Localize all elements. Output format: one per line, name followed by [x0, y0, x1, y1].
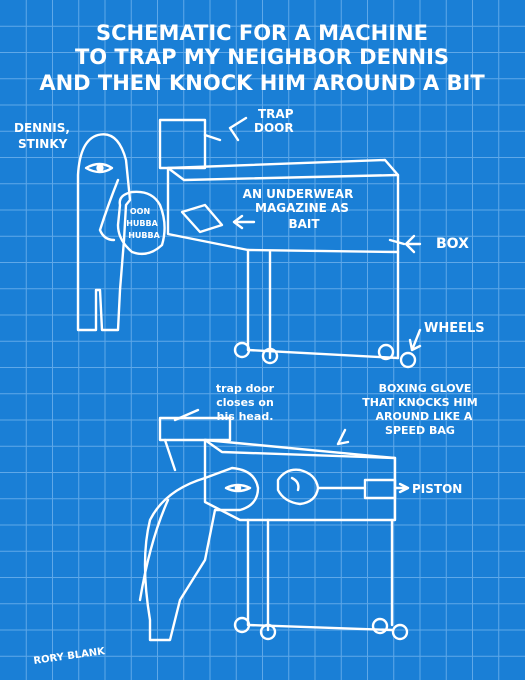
bait-magazine	[180, 203, 256, 234]
label-speech-3: HUBBA	[128, 231, 160, 240]
label-bait-3: BAIT	[288, 217, 320, 231]
title-line-1: SCHEMATIC FOR A MACHINE	[96, 21, 428, 45]
label-bait-1: AN UNDERWEAR	[243, 187, 354, 201]
dennis-figure	[76, 133, 132, 332]
trap-door-closed	[158, 408, 232, 472]
trap-door-arrow	[228, 116, 248, 142]
dennis-pupil	[96, 164, 104, 172]
dennis-arm	[98, 178, 120, 242]
title: SCHEMATIC FOR A MACHINE TO TRAP MY NEIGH…	[39, 21, 485, 95]
wheels-arrow	[408, 328, 422, 352]
dennis-bent-figure	[138, 466, 260, 642]
label-trap-door-2: DOOR	[254, 121, 294, 135]
label-box: BOX	[436, 236, 469, 252]
dennis-bent-eye	[224, 483, 252, 493]
dennis-eye	[84, 162, 114, 174]
title-line-2: TO TRAP MY NEIGHBOR DENNIS	[75, 45, 449, 69]
label-dennis-1: DENNIS,	[14, 121, 70, 135]
label-trap-door-1: TRAP	[258, 107, 294, 121]
label-glove-3: AROUND LIKE A	[376, 410, 473, 423]
label-glove-1: BOXING GLOVE	[379, 382, 472, 395]
bait-arrow	[232, 214, 256, 230]
speech-bubble	[116, 190, 166, 256]
label-dennis-2: STINKY	[18, 137, 68, 151]
label-glove-2: THAT KNOCKS HIM	[362, 396, 477, 409]
box-top	[166, 158, 422, 360]
piston-arrow	[393, 482, 410, 494]
trap-door-open	[158, 116, 248, 170]
wheels-top	[233, 328, 422, 369]
label-closes-1: trap door	[216, 382, 275, 395]
label-glove-4: SPEED BAG	[385, 424, 455, 437]
glove-arrow	[336, 428, 350, 446]
box-arrow	[388, 234, 422, 254]
title-line-3: AND THEN KNOCK HIM AROUND A BIT	[39, 71, 485, 95]
label-speech-2: HUBBA	[126, 219, 158, 228]
label-wheels: WHEELS	[424, 321, 485, 336]
label-closes-3: his head.	[217, 410, 274, 423]
wheels-bottom	[233, 616, 409, 641]
label-closes-2: closes on	[216, 396, 274, 409]
label-piston: PISTON	[412, 482, 462, 496]
boxing-glove	[276, 428, 410, 506]
piston-housing	[363, 478, 397, 500]
label-bait-2: MAGAZINE AS	[255, 201, 349, 215]
label-speech-1: OON	[130, 207, 150, 216]
